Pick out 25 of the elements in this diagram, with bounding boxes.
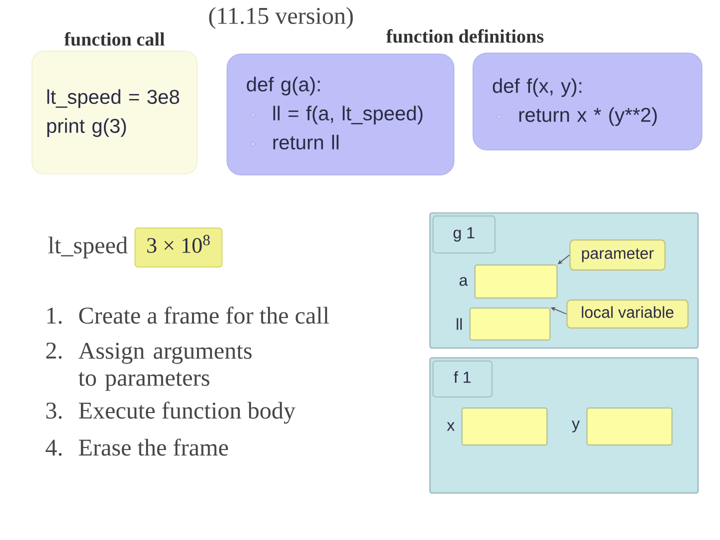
frame-tab: g 1 [432, 215, 496, 254]
step-text: Execute function body [78, 402, 296, 424]
callout-box: parameter [569, 239, 666, 271]
code-box: lt_speed = 3e8 print g(3) [32, 50, 198, 174]
code-box: def g(a): ll = f(a, lt_speed) return ll [226, 54, 454, 176]
leader-line [558, 254, 570, 264]
frame-tab: f 1 [432, 360, 493, 398]
value-box: 3 × 10$^{8}$ [134, 227, 222, 268]
step-text: Erase the frame [78, 438, 228, 456]
version-note: (11.15 version) [209, 7, 353, 29]
step-number: 4. [46, 440, 62, 456]
step-number: 2. [46, 342, 62, 359]
column-heading: function call [64, 32, 165, 46]
variable-name: ll [456, 318, 462, 330]
callout-box: local variable [566, 299, 689, 329]
variable-label: lt_speed [48, 236, 128, 258]
step-text: Assign arguments to parameters [78, 342, 252, 391]
step-number: 1. [47, 308, 62, 324]
step-number: 3. [46, 402, 62, 419]
code-box: def f(x, y): return x * (y**2) [472, 52, 702, 150]
step-text: Create a frame for the call [79, 306, 329, 324]
variable-name: y [572, 420, 580, 432]
variable-name: a [460, 277, 468, 286]
column-heading: function definitions [386, 29, 544, 43]
variable-name: x [446, 422, 455, 431]
